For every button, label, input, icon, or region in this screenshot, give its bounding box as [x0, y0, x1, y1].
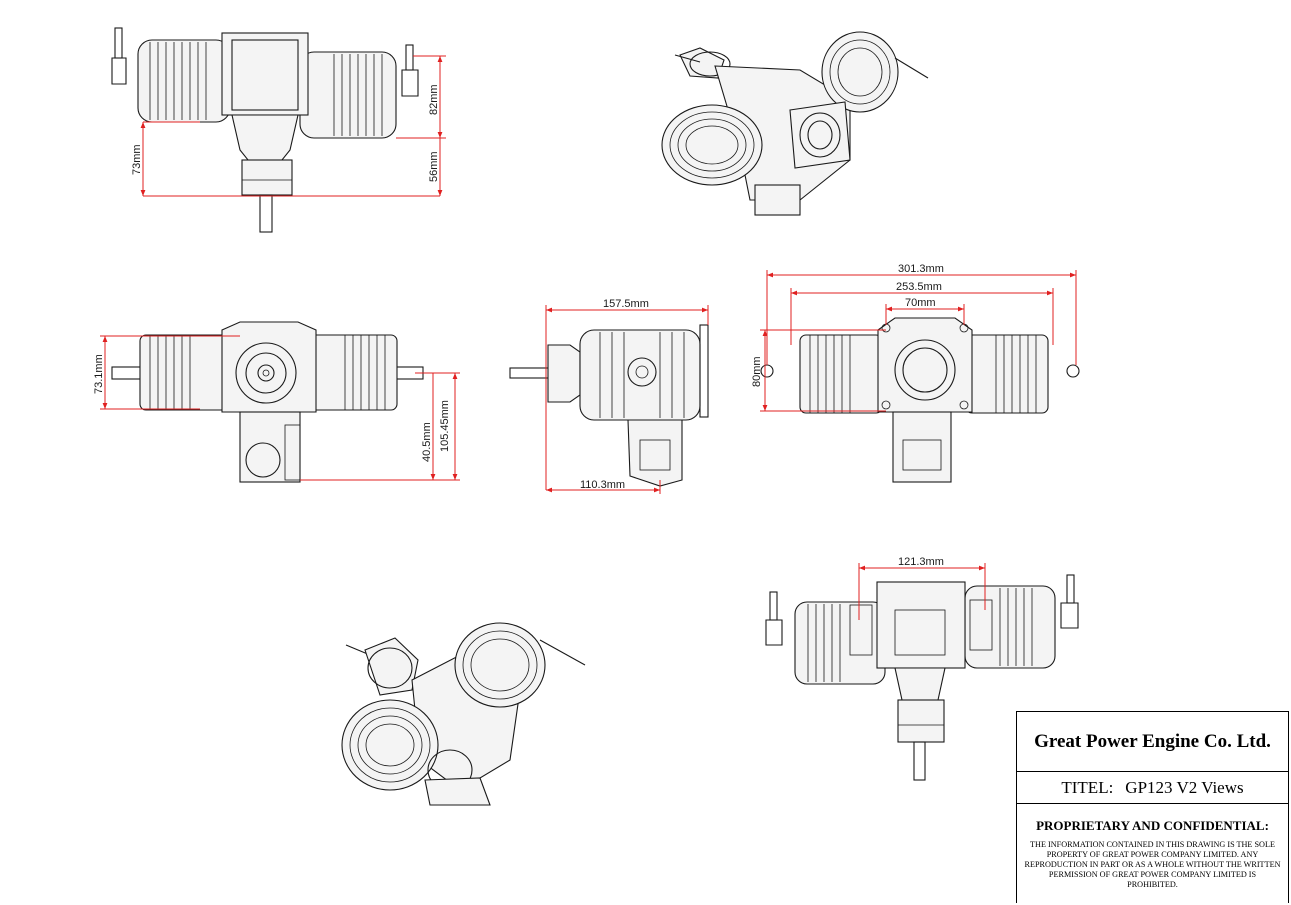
dim-top-82mm: 82mm: [428, 84, 440, 115]
title-block: Great Power Engine Co. Ltd. TITEL: GP123…: [1016, 711, 1289, 903]
dim-front-105-45mm: 105.45mm: [439, 400, 451, 452]
dim-side-110-3mm: 110.3mm: [580, 479, 625, 491]
proprietary-text: THE INFORMATION CONTAINED IN THIS DRAWIN…: [1024, 840, 1281, 889]
dim-side-157-5mm: 157.5mm: [603, 298, 649, 310]
rear-view: 301.3mm 253.5mm 70mm 80mm: [751, 263, 1080, 483]
dim-rear-253-5mm: 253.5mm: [896, 281, 942, 293]
isometric-view-top: [661, 31, 929, 216]
titel-value: GP123 V2 Views: [1125, 777, 1244, 797]
dim-top-56mm: 56mm: [428, 151, 440, 182]
dim-front-73-1mm: 73.1mm: [93, 354, 105, 394]
dim-front-40-5mm: 40.5mm: [421, 422, 433, 462]
front-view: 73.1mm 40.5mm 105.45mm: [93, 321, 460, 483]
top-view: 73mm 82mm 56mm: [111, 27, 446, 233]
dim-rear-80mm: 80mm: [751, 356, 763, 387]
isometric-view-bottom: [341, 622, 586, 806]
bottom-view: 121.3mm: [765, 556, 1079, 781]
dim-top-73mm: 73mm: [131, 144, 143, 175]
side-view: 157.5mm 110.3mm: [509, 298, 709, 494]
dim-rear-70mm: 70mm: [905, 297, 936, 309]
titel-row: TITEL: GP123 V2 Views: [1017, 772, 1288, 804]
company-name: Great Power Engine Co. Ltd.: [1017, 712, 1288, 772]
proprietary-heading: PROPRIETARY AND CONFIDENTIAL:: [1036, 818, 1269, 833]
dim-rear-301-3mm: 301.3mm: [898, 263, 944, 275]
dim-bottom-121-3mm: 121.3mm: [898, 556, 944, 568]
titel-label: TITEL:: [1061, 777, 1114, 797]
